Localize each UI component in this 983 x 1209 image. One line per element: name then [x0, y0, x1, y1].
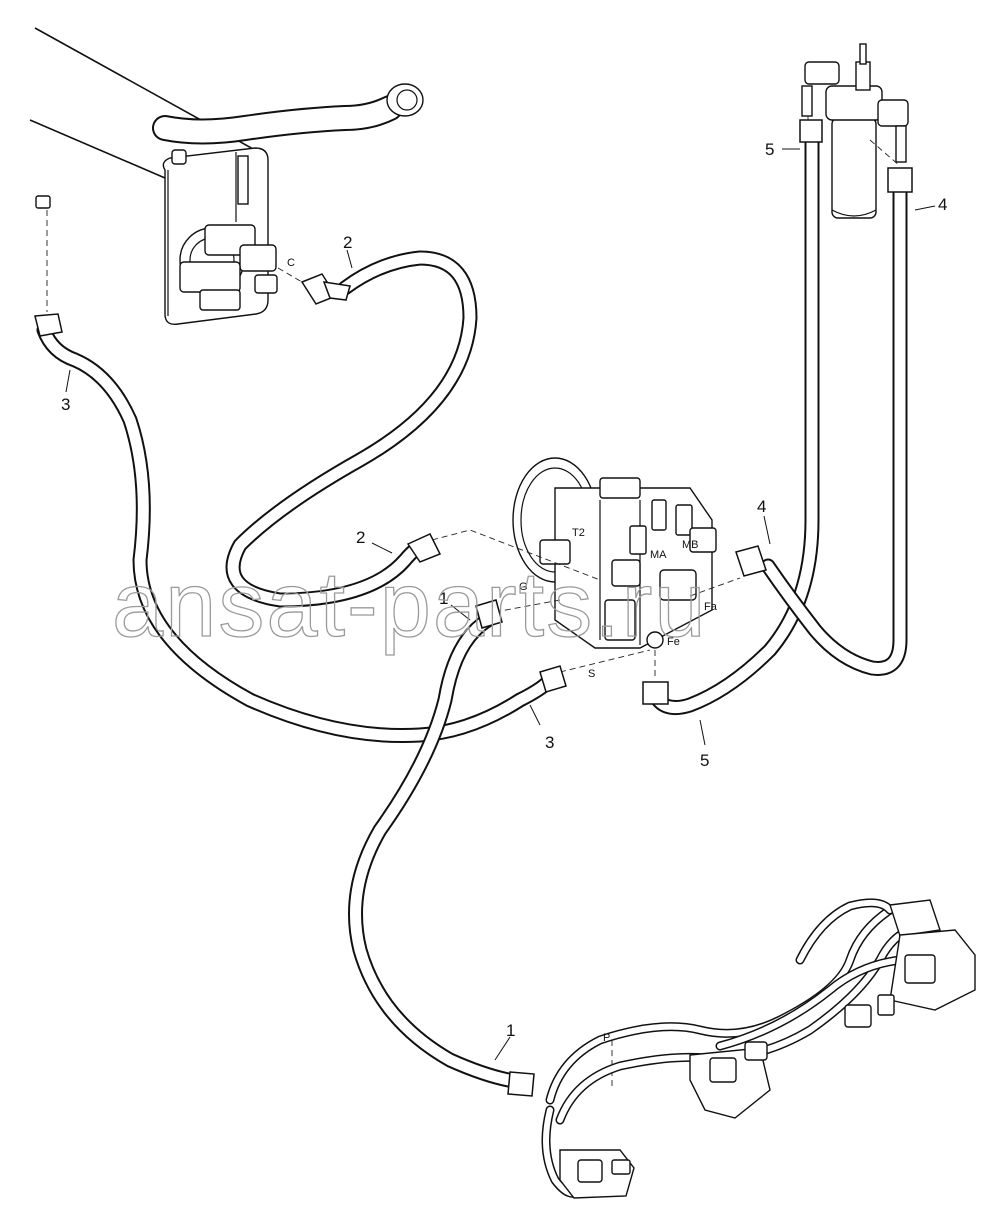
hose-2 [225, 250, 478, 608]
hydraulic-tank [29, 27, 278, 325]
watermark: ansat-parts.ru [112, 554, 708, 656]
hose-3 [34, 313, 567, 744]
leader-hose1-bottom [494, 1036, 511, 1061]
leader-hose1-top [450, 604, 471, 621]
callout-hose-5-top: 5 [765, 140, 774, 159]
port-label-s: S [588, 668, 595, 680]
port-label-p: P [603, 1032, 610, 1044]
leader-hose2-top [346, 249, 353, 269]
leader-hose3-left [65, 369, 71, 393]
hose-4 [735, 167, 913, 676]
port-label-ma: MA [650, 549, 667, 561]
hose-5 [642, 119, 823, 716]
callout-hose-2-top: 2 [343, 233, 352, 252]
port-label-fa: Fa [704, 601, 718, 613]
callout-hose-3-mid: 3 [545, 733, 554, 752]
leader-hose4-right [914, 205, 936, 211]
callout-hose-5-bottom: 5 [700, 751, 709, 770]
leader-hose4-mid [763, 515, 771, 545]
callout-hose-1-top: 1 [439, 589, 448, 608]
callout-hose-2-mid: 2 [356, 528, 365, 547]
port-label-t2: T2 [572, 527, 585, 539]
leader-hose3-mid [529, 704, 541, 726]
callout-hose-3-left: 3 [61, 395, 70, 414]
port-label-g: G [519, 581, 528, 593]
port-label-c: C [287, 257, 295, 269]
callout-hose-1-bottom: 1 [506, 1021, 515, 1040]
port-label-fe: Fe [667, 636, 680, 648]
leader-hose2-mid [371, 542, 393, 554]
return-filter [801, 43, 909, 219]
hydraulic-pump [512, 457, 717, 649]
hose-1 [348, 599, 535, 1097]
callout-hose-4-mid: 4 [757, 497, 766, 516]
port-label-mb: MB [682, 539, 699, 551]
control-valve-assembly [541, 898, 976, 1199]
leader-hose5-bottom [699, 719, 706, 746]
callout-hose-4-right: 4 [938, 195, 947, 214]
filler-hose [152, 83, 424, 145]
